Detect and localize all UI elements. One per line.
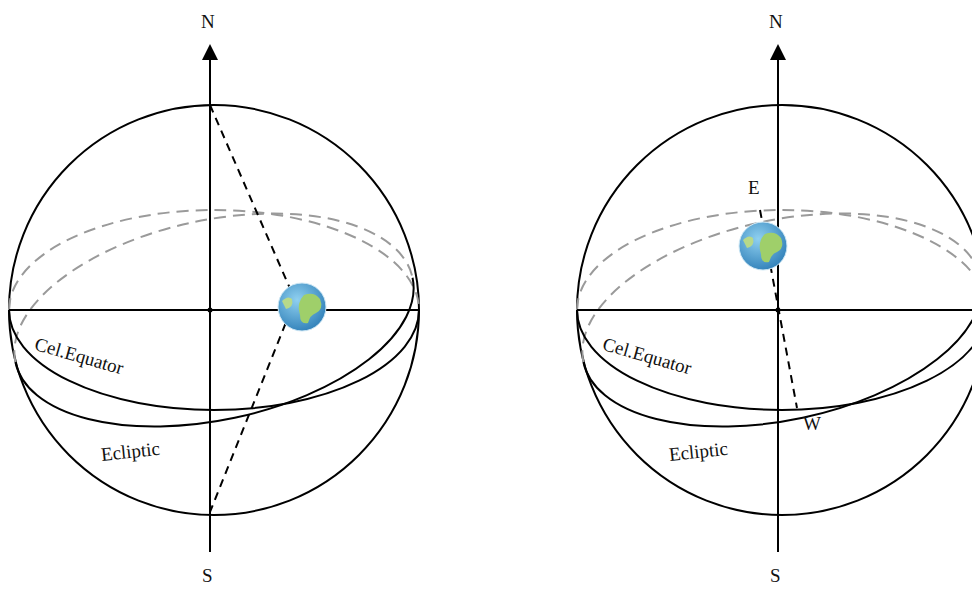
front-arc bbox=[577, 310, 972, 410]
rotation-axis bbox=[777, 52, 779, 552]
point-label: W bbox=[803, 414, 821, 433]
back-arc bbox=[0, 180, 413, 362]
earth-icon bbox=[739, 222, 787, 270]
earth-land bbox=[282, 297, 292, 309]
earth-land bbox=[760, 233, 783, 263]
left-sphere bbox=[0, 52, 433, 552]
back-arc bbox=[577, 210, 972, 310]
horizontal-line bbox=[577, 309, 972, 311]
center-dot bbox=[208, 308, 213, 313]
circle-label: Ecliptic bbox=[100, 439, 161, 464]
pole-label: S bbox=[770, 566, 781, 585]
right-sphere bbox=[563, 52, 972, 552]
circle-label: Ecliptic bbox=[668, 439, 729, 464]
pole-label: N bbox=[769, 12, 783, 31]
circle-label: Cel.Equator bbox=[601, 334, 694, 377]
front-arc bbox=[15, 278, 433, 460]
earth-land bbox=[299, 294, 322, 324]
earth-land bbox=[743, 236, 753, 248]
back-arc bbox=[9, 210, 419, 310]
sphere-outline bbox=[9, 105, 419, 515]
rotation-axis bbox=[209, 52, 211, 552]
circle-label: Cel.Equator bbox=[33, 334, 126, 377]
point-label: E bbox=[748, 178, 760, 197]
earth-icon bbox=[278, 283, 326, 331]
dashed-line bbox=[760, 210, 797, 408]
pole-label: S bbox=[202, 566, 213, 585]
back-arc bbox=[563, 180, 972, 362]
horizontal-line bbox=[9, 309, 419, 311]
pole-label: N bbox=[201, 12, 215, 31]
front-arc bbox=[9, 310, 419, 410]
sphere-outline bbox=[577, 105, 972, 515]
